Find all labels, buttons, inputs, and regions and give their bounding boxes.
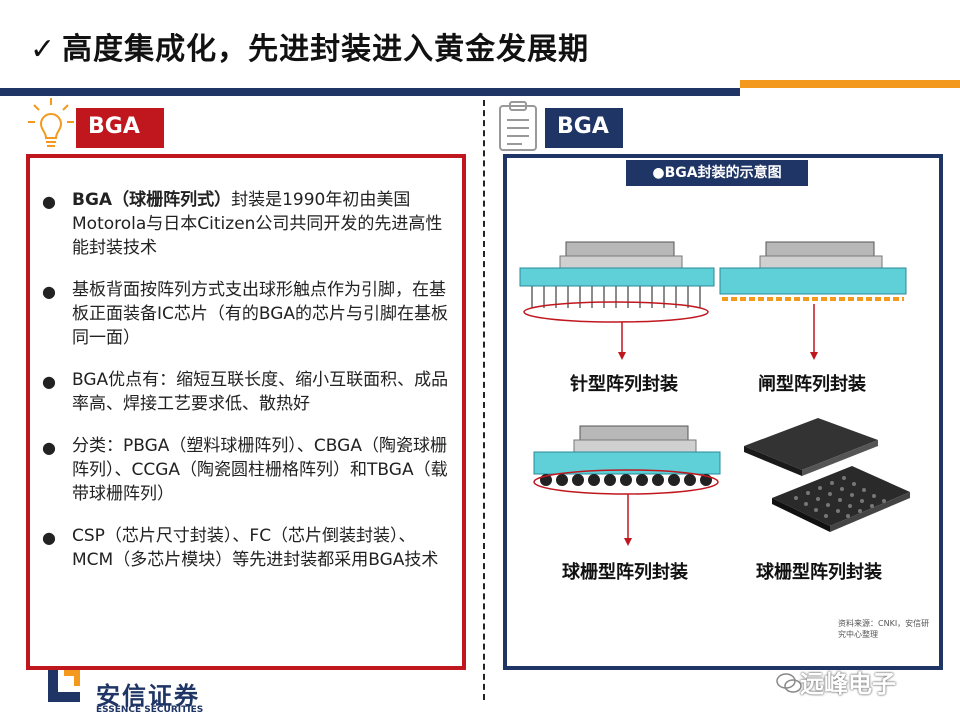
bullet-item: ● 基板背面按阵列方式支出球形触点作为引脚，在基板正面装备IC芯片（有的BGA的… — [42, 278, 452, 350]
bullet-dot-icon: ● — [42, 282, 56, 301]
bullet-text: BGA优点有：缩短互联长度、缩小互联面积、成品率高、焊接工艺要求低、散热好 — [72, 370, 449, 414]
bullet-dot-icon: ● — [42, 438, 56, 457]
bullet-text: 封装是1990年初由美国Motorola与日本Citizen公司共同开发的先进高… — [72, 190, 443, 258]
right-section-tag: BGA — [545, 108, 623, 148]
ball-array-diagram — [533, 425, 721, 546]
lightbulb-icon — [28, 98, 74, 147]
pin-array-diagram — [519, 241, 715, 360]
bullet-dot-icon: ● — [42, 528, 56, 547]
source-note: 资料来源：CNKI，安信研究中心整理 — [838, 619, 930, 639]
gate-array-diagram — [719, 241, 907, 360]
company-name-en: ESSENCE SECURITIES — [96, 705, 204, 715]
header-rule-orange — [740, 80, 960, 88]
wechat-icon — [776, 673, 802, 693]
diagram-caption: ●BGA封装的示意图 — [626, 160, 808, 186]
pin-array-label: 针型阵列封装 — [570, 374, 678, 395]
check-icon: ✓ — [30, 32, 57, 67]
bga-chip-photo — [744, 418, 910, 532]
bullet-item: ● CSP（芯片尺寸封装）、FC（芯片倒装封装）、MCM（多芯片模块）等先进封装… — [42, 524, 452, 572]
ball-array-label-2: 球栅型阵列封装 — [756, 562, 882, 583]
essence-logo-icon — [48, 670, 80, 702]
bullet-bold: BGA（球栅阵列式） — [72, 190, 232, 210]
clipboard-icon — [499, 101, 537, 151]
gate-array-label: 闸型阵列封装 — [758, 374, 866, 395]
header-rule-navy — [0, 88, 740, 96]
bullet-text: 分类：PBGA（塑料球栅阵列）、CBGA（陶瓷球栅阵列）、CCGA（陶瓷圆柱栅格… — [72, 436, 448, 504]
left-section-tag: BGA — [76, 108, 164, 148]
right-panel — [503, 154, 943, 670]
bullet-list: ● BGA（球栅阵列式）封装是1990年初由美国Motorola与日本Citiz… — [42, 188, 452, 590]
center-divider — [483, 100, 485, 700]
bullet-item: ● BGA（球栅阵列式）封装是1990年初由美国Motorola与日本Citiz… — [42, 188, 452, 260]
bullet-dot-icon: ● — [42, 372, 56, 391]
bullet-dot-icon: ● — [42, 192, 56, 211]
watermark: 远峰电子 — [800, 670, 896, 698]
company-name: 安信证券 — [96, 682, 200, 710]
bullet-item: ● 分类：PBGA（塑料球栅阵列）、CBGA（陶瓷球栅阵列）、CCGA（陶瓷圆柱… — [42, 434, 452, 506]
left-panel — [26, 154, 466, 670]
bullet-text: CSP（芯片尺寸封装）、FC（芯片倒装封装）、MCM（多芯片模块）等先进封装都采… — [72, 526, 439, 570]
bullet-item: ● BGA优点有：缩短互联长度、缩小互联面积、成品率高、焊接工艺要求低、散热好 — [42, 368, 452, 416]
bullet-text: 基板背面按阵列方式支出球形触点作为引脚，在基板正面装备IC芯片（有的BGA的芯片… — [72, 280, 449, 348]
page-title: ✓高度集成化，先进封装进入黄金发展期 — [30, 24, 589, 68]
page-title-text: 高度集成化，先进封装进入黄金发展期 — [62, 32, 590, 67]
ball-array-label-1: 球栅型阵列封装 — [562, 562, 688, 583]
